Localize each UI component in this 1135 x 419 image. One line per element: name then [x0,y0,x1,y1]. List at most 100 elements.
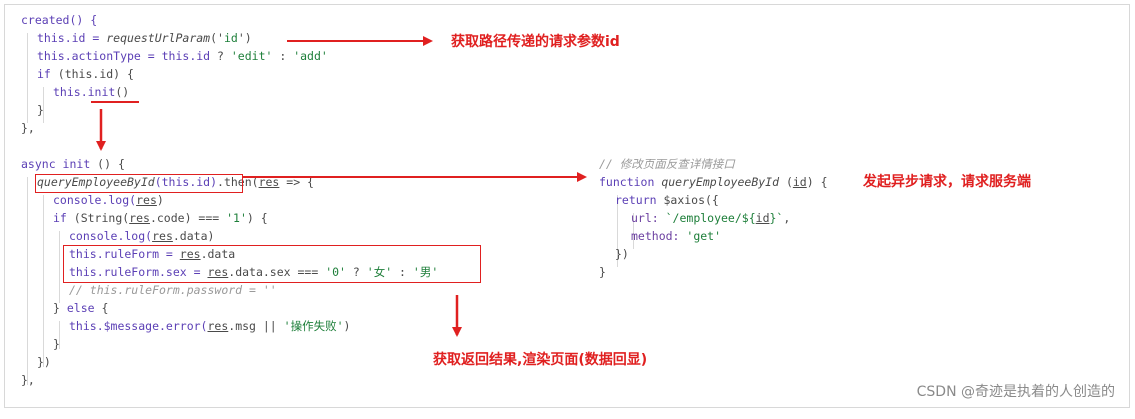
code-line: console.log(res.data) [69,227,214,245]
code-line: this.$message.error(res.msg || '操作失败') [69,317,350,335]
highlight-box-query-call [35,174,243,193]
code-token: this.ruleForm = [69,247,180,261]
code-token: }` [769,211,784,225]
code-token: $axios({ [656,193,719,207]
code-token: res [207,265,229,279]
code-token: this.actionType = [37,49,162,63]
left-code-block: created() { this.id = requestUrlParam('i… [5,5,438,419]
code-token: this. [53,85,88,99]
code-token: method: [631,229,687,243]
code-token: ) [343,319,351,333]
code-token: `/employee/${ [665,211,756,225]
code-token: this.id [161,49,211,63]
code-comment: // 修改页面反查详情接口 [599,157,735,171]
code-token: this.id = [37,31,107,45]
code-line: queryEmployeeById(this.id).then(res => { [37,173,314,191]
code-token: : [392,265,413,279]
code-token: id [223,31,238,45]
code-token: }, [21,121,35,135]
indent-guide [59,321,60,349]
code-token: res [152,229,173,243]
code-token: }) [615,247,629,261]
code-line: }, [21,371,35,389]
code-line: console.log(res) [53,191,164,209]
code-line: this.init() [53,83,129,101]
code-line: } [37,101,44,119]
code-token: (' [210,31,224,45]
right-code-block: // 修改页面反查详情接口 function queryEmployeeById… [5,5,828,279]
indent-guide [43,195,44,367]
code-token: } [37,103,44,117]
code-line: }) [615,245,629,263]
code-token: queryEmployeeById [37,175,155,189]
code-token: '操作失败' [283,319,344,333]
code-token: this.ruleForm.sex = [69,265,208,279]
code-line: this.id = requestUrlParam('id') [37,29,252,47]
code-line: } else { [53,299,108,317]
code-token: return [615,193,657,207]
code-line: } [53,335,60,353]
code-line: if (this.id) { [37,65,134,83]
code-token: async [21,157,56,171]
code-line: this.actionType = this.id ? 'edit' : 'ad… [37,47,328,65]
code-token: 'edit' [230,49,273,63]
code-token: .then( [217,175,259,189]
code-token: res [258,175,280,189]
code-token: () { [90,157,125,171]
annotation-get-param: 获取路径传递的请求参数id [451,34,620,50]
annotation-render-result: 获取返回结果,渲染页面(数据回显) [433,352,648,368]
code-token: res [207,319,229,333]
code-token: res [136,193,157,207]
highlight-box-ruleform-assign [63,245,481,283]
code-token: { [94,301,109,315]
code-token: this.$message.error( [69,319,208,333]
code-token: , [783,211,791,225]
code-token: ( [779,175,793,189]
code-token: ? [210,49,231,63]
code-line: if (String(res.code) === '1') { [53,209,268,227]
code-line: // 修改页面反查详情接口 [599,155,735,173]
indent-guide [27,33,28,123]
code-token: '0' [325,265,346,279]
code-token: id [792,175,807,189]
code-token: (this.id) { [50,67,134,81]
arrow-layer [91,36,587,337]
code-token: }, [21,373,35,387]
code-token: res [179,247,201,261]
code-line: }, [21,119,35,137]
indent-guide [633,213,634,249]
code-token: } [53,337,60,351]
code-token: if [53,211,67,225]
code-token: ') [237,31,252,45]
annotation-async-request: 发起异步请求，请求服务端 [863,174,1031,190]
code-token: init [87,85,116,99]
watermark: CSDN @奇迹是执着的人创造的 [916,384,1115,400]
code-line: return $axios({ [615,191,719,209]
code-token: id [755,211,770,225]
code-token: '1' [226,211,247,225]
indent-guide [617,195,618,267]
code-token: .data [200,247,236,261]
code-token: => { [279,175,314,189]
code-token: url: [631,211,666,225]
indent-guide [27,177,28,385]
code-token: requestUrlParam [106,31,211,45]
code-token: () [115,85,130,99]
screenshot-frame: created() { this.id = requestUrlParam('i… [4,4,1130,408]
code-token: .data.sex === [228,265,326,279]
code-token: console.log( [53,193,137,207]
code-line: } [599,263,606,281]
code-token: if [37,67,51,81]
code-token: } [599,265,606,279]
code-token: init [55,157,91,171]
indent-guide [59,231,60,303]
code-token: ) [156,193,164,207]
code-line: // this.ruleForm.password = '' [69,281,277,299]
code-comment: // this.ruleForm.password = '' [69,283,277,297]
code-line: method: 'get' [631,227,721,245]
code-token: ) { [246,211,268,225]
code-token: .code) === [149,211,227,225]
code-token: (this.id) [154,175,218,189]
code-token: '男' [412,265,439,279]
code-token: 'get' [686,229,722,243]
